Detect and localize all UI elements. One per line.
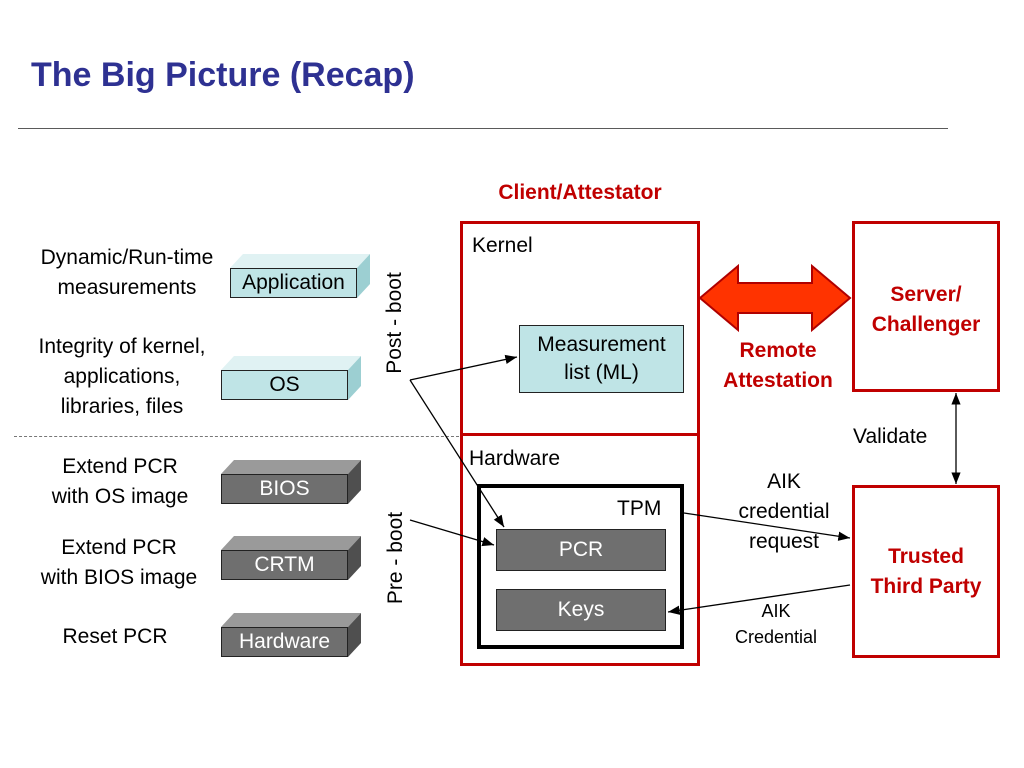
server-challenger-box	[852, 221, 1000, 392]
keys-box: Keys	[496, 589, 666, 631]
crtm-box: CRTM	[221, 536, 361, 580]
trusted-third-party-box	[852, 485, 1000, 658]
aik-credential-arrow	[667, 584, 851, 615]
post-boot-to-ml-arrow	[409, 354, 518, 381]
validate-label: Validate	[853, 425, 928, 448]
application-box: Application	[230, 254, 370, 298]
post-boot-to-pcr-arrow	[409, 379, 505, 528]
pcr-box: PCR	[496, 529, 666, 571]
remote-attestation-arrow	[698, 263, 852, 333]
tpm-box	[477, 484, 684, 649]
client-hardware-box	[460, 433, 700, 666]
hardware-label: Hardware	[469, 447, 561, 470]
hardware-box: Hardware	[221, 613, 361, 657]
kernel-label: Kernel	[472, 234, 533, 257]
tpm-label: TPM	[617, 497, 662, 520]
os-box: OS	[221, 356, 361, 400]
page-title: The Big Picture (Recap)	[31, 56, 415, 94]
aik-request-arrow	[683, 512, 851, 541]
server-challenger-label: Server/Challenger	[871, 283, 981, 336]
boot-phase-divider	[14, 436, 459, 437]
title-divider	[18, 128, 948, 129]
integrity-label: Integrity of kernel,applications,librari…	[38, 335, 206, 418]
bios-box: BIOS	[221, 460, 361, 504]
pre-boot-to-pcr-arrow	[409, 519, 495, 547]
client-attestator-title: Client/Attestator	[498, 181, 662, 204]
reset-pcr-label: Reset PCR	[62, 625, 168, 648]
